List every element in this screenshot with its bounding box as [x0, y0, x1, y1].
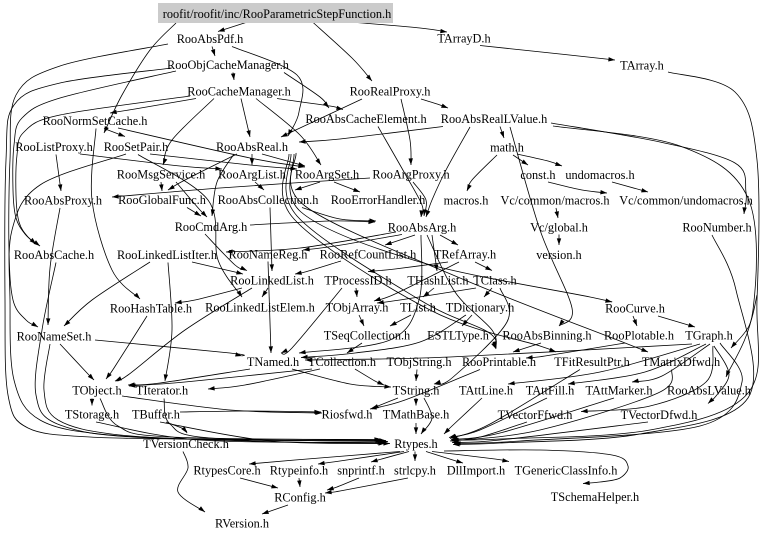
- svg-text:version.h: version.h: [536, 248, 581, 262]
- svg-text:RooNameSet.h: RooNameSet.h: [17, 330, 92, 344]
- svg-text:RooAbsReal.h: RooAbsReal.h: [216, 140, 288, 154]
- svg-text:RooAbsLValue.h: RooAbsLValue.h: [667, 384, 751, 398]
- svg-text:TObjArray.h: TObjArray.h: [326, 301, 389, 315]
- svg-text:RooLinkedList.h: RooLinkedList.h: [230, 274, 314, 288]
- svg-text:RooArgProxy.h: RooArgProxy.h: [372, 168, 449, 182]
- svg-text:RooAbsPdf.h: RooAbsPdf.h: [177, 32, 244, 46]
- svg-text:Riosfwd.h: Riosfwd.h: [322, 408, 373, 422]
- svg-text:Vc/global.h: Vc/global.h: [530, 221, 588, 235]
- svg-text:TMathBase.h: TMathBase.h: [383, 408, 450, 422]
- svg-text:RConfig.h: RConfig.h: [274, 491, 326, 505]
- svg-text:TProcessID.h: TProcessID.h: [324, 274, 391, 288]
- svg-text:roofit/roofit/inc/RooParametri: roofit/roofit/inc/RooParametricStepFunct…: [163, 7, 391, 21]
- svg-text:RooCmdArg.h: RooCmdArg.h: [175, 220, 248, 234]
- svg-text:RooAbsBinning.h: RooAbsBinning.h: [502, 329, 591, 343]
- svg-text:RooObjCacheManager.h: RooObjCacheManager.h: [167, 58, 289, 72]
- svg-text:RooListProxy.h: RooListProxy.h: [15, 140, 92, 154]
- svg-text:TGraph.h: TGraph.h: [685, 329, 732, 343]
- svg-text:strlcpy.h: strlcpy.h: [394, 464, 436, 478]
- svg-text:macros.h: macros.h: [444, 194, 489, 208]
- svg-text:TArrayD.h: TArrayD.h: [437, 32, 490, 46]
- svg-text:TString.h: TString.h: [393, 384, 440, 398]
- svg-text:RooNameReg.h: RooNameReg.h: [229, 248, 308, 262]
- svg-text:RooNumber.h: RooNumber.h: [682, 221, 751, 235]
- svg-text:TStorage.h: TStorage.h: [65, 408, 119, 422]
- svg-text:TRefArray.h: TRefArray.h: [434, 248, 496, 262]
- svg-text:RooRealProxy.h: RooRealProxy.h: [350, 85, 431, 99]
- svg-text:TAttFill.h: TAttFill.h: [526, 384, 575, 398]
- svg-text:math.h: math.h: [490, 141, 524, 155]
- svg-text:RooErrorHandler.h: RooErrorHandler.h: [331, 193, 426, 207]
- svg-text:RooArgSet.h: RooArgSet.h: [295, 168, 359, 182]
- svg-text:TGenericClassInfo.h: TGenericClassInfo.h: [515, 464, 618, 478]
- svg-text:TDictionary.h: TDictionary.h: [446, 301, 515, 315]
- svg-text:RooLinkedListIter.h: RooLinkedListIter.h: [117, 248, 217, 262]
- svg-text:TVectorFfwd.h: TVectorFfwd.h: [498, 408, 573, 422]
- svg-text:RtypesCore.h: RtypesCore.h: [193, 464, 260, 478]
- svg-text:TMatrixDfwd.h: TMatrixDfwd.h: [642, 355, 720, 369]
- svg-text:RooAbsCache.h: RooAbsCache.h: [14, 248, 94, 262]
- svg-text:RooAbsCollection.h: RooAbsCollection.h: [218, 193, 319, 207]
- svg-text:RooAbsProxy.h: RooAbsProxy.h: [24, 194, 102, 208]
- svg-text:RooCacheManager.h: RooCacheManager.h: [187, 85, 290, 99]
- svg-text:RooArgList.h: RooArgList.h: [218, 168, 286, 182]
- svg-text:TList.h: TList.h: [400, 301, 436, 315]
- svg-text:ESTLType.h: ESTLType.h: [427, 329, 489, 343]
- svg-text:TVectorDfwd.h: TVectorDfwd.h: [621, 408, 698, 422]
- svg-text:Rtypes.h: Rtypes.h: [394, 437, 437, 451]
- svg-text:TNamed.h: TNamed.h: [247, 355, 299, 369]
- svg-text:RooNormSetCache.h: RooNormSetCache.h: [43, 114, 148, 128]
- svg-text:TClass.h: TClass.h: [473, 274, 516, 288]
- svg-text:DllImport.h: DllImport.h: [447, 464, 505, 478]
- svg-text:RooLinkedListElem.h: RooLinkedListElem.h: [205, 301, 315, 315]
- svg-text:TVersionCheck.h: TVersionCheck.h: [143, 437, 229, 451]
- svg-text:RooSetPair.h: RooSetPair.h: [104, 140, 169, 154]
- svg-text:THashList.h: THashList.h: [407, 274, 468, 288]
- svg-text:TArray.h: TArray.h: [620, 59, 664, 73]
- svg-text:RVersion.h: RVersion.h: [215, 517, 269, 531]
- svg-text:Vc/common/undomacros.h: Vc/common/undomacros.h: [619, 194, 753, 208]
- svg-text:TBuffer.h: TBuffer.h: [132, 408, 180, 422]
- svg-text:Rtypeinfo.h: Rtypeinfo.h: [270, 464, 328, 478]
- svg-text:snprintf.h: snprintf.h: [337, 464, 384, 478]
- svg-text:TCollection.h: TCollection.h: [308, 355, 376, 369]
- svg-text:RooAbsCacheElement.h: RooAbsCacheElement.h: [305, 112, 426, 126]
- svg-text:TFitResultPtr.h: TFitResultPtr.h: [554, 355, 630, 369]
- svg-text:RooCurve.h: RooCurve.h: [605, 302, 665, 316]
- svg-text:RooRefCountList.h: RooRefCountList.h: [320, 248, 417, 262]
- svg-text:RooPlotable.h: RooPlotable.h: [604, 329, 674, 343]
- svg-text:RooAbsArg.h: RooAbsArg.h: [388, 221, 456, 235]
- svg-text:TAttLine.h: TAttLine.h: [459, 384, 513, 398]
- svg-text:RooAbsRealLValue.h: RooAbsRealLValue.h: [441, 112, 547, 126]
- svg-text:undomacros.h: undomacros.h: [565, 168, 634, 182]
- svg-text:RooPrintable.h: RooPrintable.h: [462, 355, 536, 369]
- svg-text:TIterator.h: TIterator.h: [136, 384, 188, 398]
- svg-text:TAttMarker.h: TAttMarker.h: [586, 384, 653, 398]
- svg-text:const.h: const.h: [520, 168, 555, 182]
- svg-text:RooHashTable.h: RooHashTable.h: [110, 302, 192, 316]
- svg-text:Vc/common/macros.h: Vc/common/macros.h: [501, 194, 610, 208]
- svg-text:TObjString.h: TObjString.h: [386, 355, 451, 369]
- svg-text:TSeqCollection.h: TSeqCollection.h: [324, 329, 410, 343]
- svg-text:RooMsgService.h: RooMsgService.h: [117, 168, 205, 182]
- svg-text:RooGlobalFunc.h: RooGlobalFunc.h: [118, 193, 206, 207]
- svg-text:TSchemaHelper.h: TSchemaHelper.h: [551, 490, 639, 504]
- svg-text:TObject.h: TObject.h: [72, 384, 121, 398]
